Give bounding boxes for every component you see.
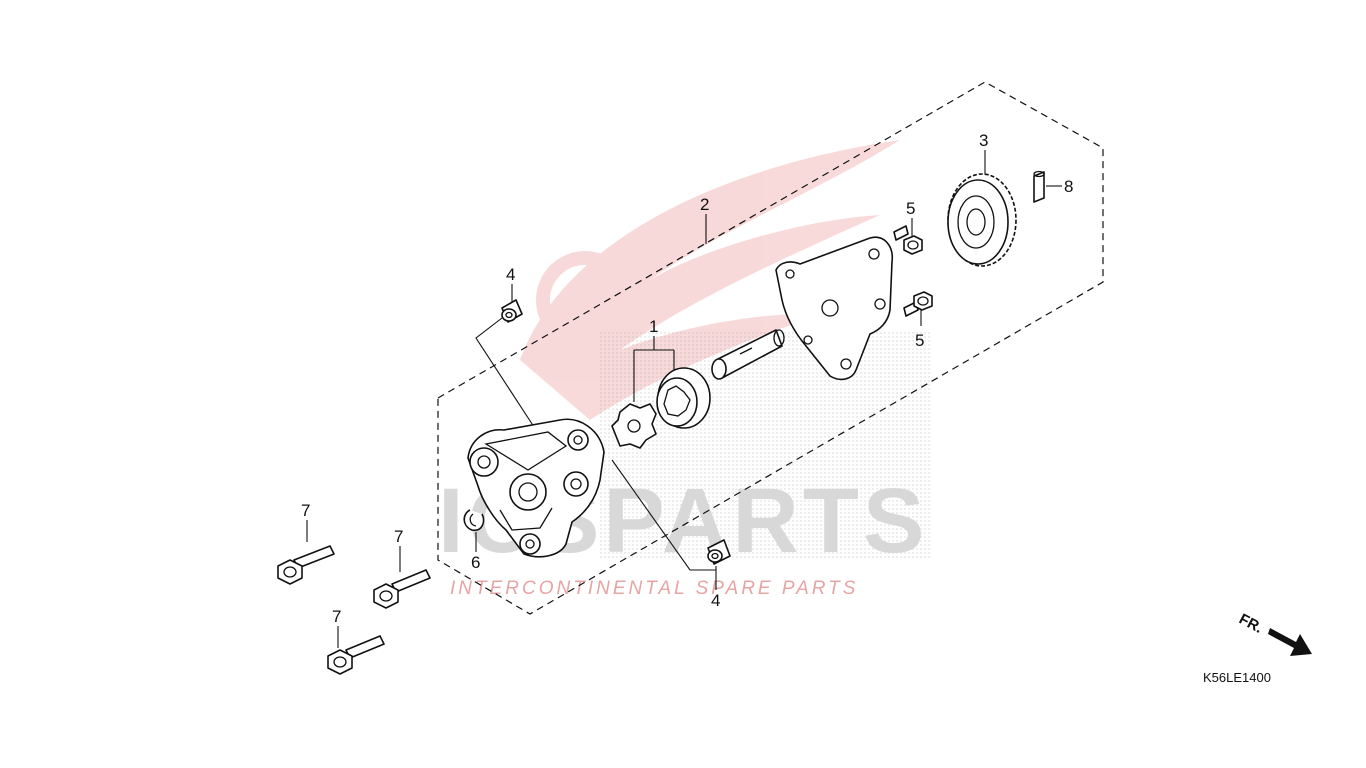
pump-cover-plate[interactable] xyxy=(775,236,894,381)
oil-pump-body[interactable] xyxy=(467,418,605,558)
flange-bolt-bottom-part-5[interactable] xyxy=(903,291,933,317)
flange-bolt-c-part-7[interactable] xyxy=(327,635,385,675)
collar-bottom-part-4[interactable] xyxy=(707,539,731,565)
callout-6: 6 xyxy=(471,553,480,572)
front-direction-arrow-icon xyxy=(1268,628,1312,656)
watermark-dotted-field xyxy=(600,330,930,560)
callout-5-top: 5 xyxy=(906,199,915,218)
dowel-pin-part-8[interactable] xyxy=(1033,170,1045,203)
watermark-tagline: INTERCONTINENTAL SPARE PARTS xyxy=(450,578,858,599)
inner-rotor-part-1[interactable] xyxy=(611,403,657,449)
callout-7-c: 7 xyxy=(332,607,341,626)
callout-8: 8 xyxy=(1064,177,1073,196)
diagram-code: K56LE1400 xyxy=(1203,670,1271,685)
callout-3: 3 xyxy=(979,131,988,150)
front-direction-indicator: FR. xyxy=(1236,611,1312,656)
pump-shaft[interactable] xyxy=(711,329,785,380)
assembly-boundary xyxy=(437,81,1104,615)
callout-4-bottom: 4 xyxy=(711,591,720,610)
callout-2: 2 xyxy=(700,195,709,214)
leader-lines xyxy=(306,150,1062,648)
callout-5-bottom: 5 xyxy=(915,331,924,350)
callout-1: 1 xyxy=(649,317,658,336)
oil-pump-driven-gear-part-3[interactable] xyxy=(947,173,1017,267)
collar-top-part-4[interactable] xyxy=(501,299,523,323)
callout-7-a: 7 xyxy=(301,501,310,520)
flange-bolt-a-part-7[interactable] xyxy=(277,545,335,585)
flange-bolt-top-part-5[interactable] xyxy=(893,225,923,255)
front-direction-label: FR. xyxy=(1236,611,1265,637)
flange-bolt-b-part-7[interactable] xyxy=(373,569,431,609)
callouts: 1 2 3 4 4 5 5 6 7 7 7 8 xyxy=(301,131,1073,626)
circlip-part-6[interactable] xyxy=(463,509,485,532)
callout-7-b: 7 xyxy=(394,527,403,546)
callout-4-top: 4 xyxy=(506,265,515,284)
outer-rotor-part-1[interactable] xyxy=(656,367,711,429)
